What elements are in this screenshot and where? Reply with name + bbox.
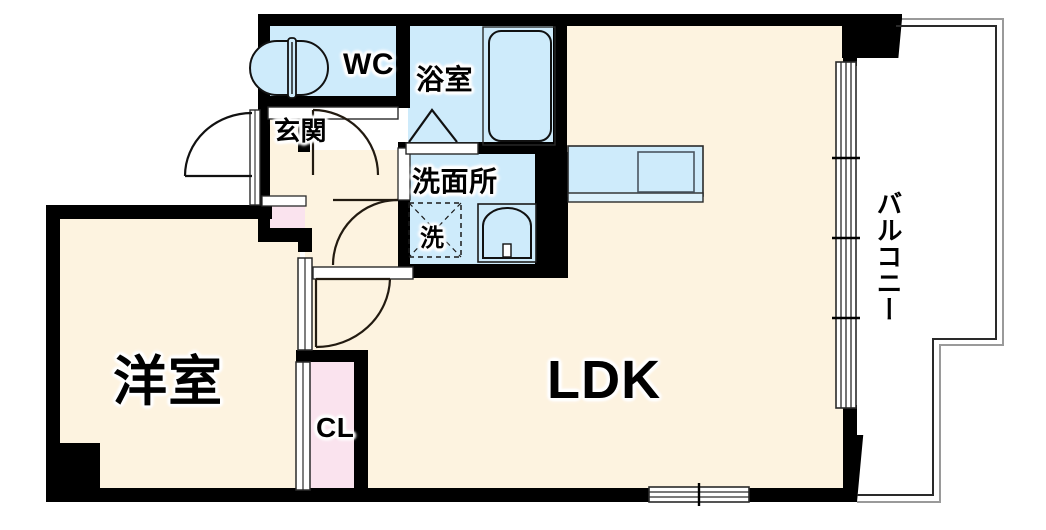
wall-bedroom-top (46, 205, 272, 219)
room-label-senmenjo: 洗面所 (412, 166, 498, 197)
kitchen-counter-fixture (567, 145, 704, 203)
shoe-closet-door[interactable] (261, 195, 307, 207)
closet-sliding-door[interactable] (295, 361, 311, 491)
wall-wc-bottom (258, 96, 410, 108)
washbasin-fixture (477, 203, 537, 263)
room-label-balcony: バルコニー (873, 190, 903, 323)
room-label-closet: CL (316, 412, 355, 443)
room-label-washer: 洗 (420, 225, 445, 252)
closet-fills (263, 205, 363, 490)
toilet-fixture (249, 37, 329, 99)
corridor-ldk-door[interactable] (312, 266, 414, 349)
bathtub-fixture (482, 26, 556, 146)
balcony-boundary-inner (857, 25, 997, 496)
sink-bowl-fixture (637, 151, 695, 193)
doors (183, 106, 479, 491)
room-label-yokushitsu: 浴室 (416, 64, 474, 95)
genkan-inner-door[interactable] (311, 108, 380, 176)
wall-washroom-bottom (398, 264, 567, 278)
washroom-door[interactable] (331, 147, 411, 266)
room-label-genkan: 玄関 (274, 116, 328, 146)
ldk-upper-floor (410, 272, 570, 492)
genkan-side-panel (249, 109, 261, 206)
fixtures (249, 26, 704, 263)
entrance-door[interactable] (183, 111, 253, 178)
wall-wc-bath (396, 14, 410, 106)
bedroom-sliding-door[interactable] (297, 257, 313, 351)
room-label-youshitsu: 洋室 (113, 352, 224, 412)
windows (249, 61, 860, 506)
wall-bedroom-left (46, 205, 60, 502)
wall-ldk-top-right-inner (843, 14, 857, 58)
ldk-floor (565, 24, 855, 490)
bathroom-folding-door[interactable] (405, 108, 479, 155)
room-label-wc: WC (343, 48, 395, 81)
room-label-ldk: LDK (547, 350, 662, 410)
balcony-outline (857, 18, 1004, 503)
column-bottom-left (46, 443, 100, 502)
ldk-south-window[interactable] (648, 483, 750, 506)
balcony-window[interactable] (832, 61, 860, 409)
wall-genkan-bottom (258, 228, 310, 242)
wall-cl-top (296, 350, 366, 362)
wall-bath-right (553, 14, 567, 154)
balcony-boundary (857, 18, 1004, 503)
cl-closet-fill (308, 358, 363, 490)
bedroom-floor (58, 215, 300, 490)
wall-corridor-left-upper (298, 228, 312, 252)
wall-kitchen-left-block (540, 152, 568, 210)
washing-machine-slot (408, 202, 462, 258)
wall-cl-right (354, 350, 368, 495)
wall-washroom-corner (540, 210, 568, 278)
